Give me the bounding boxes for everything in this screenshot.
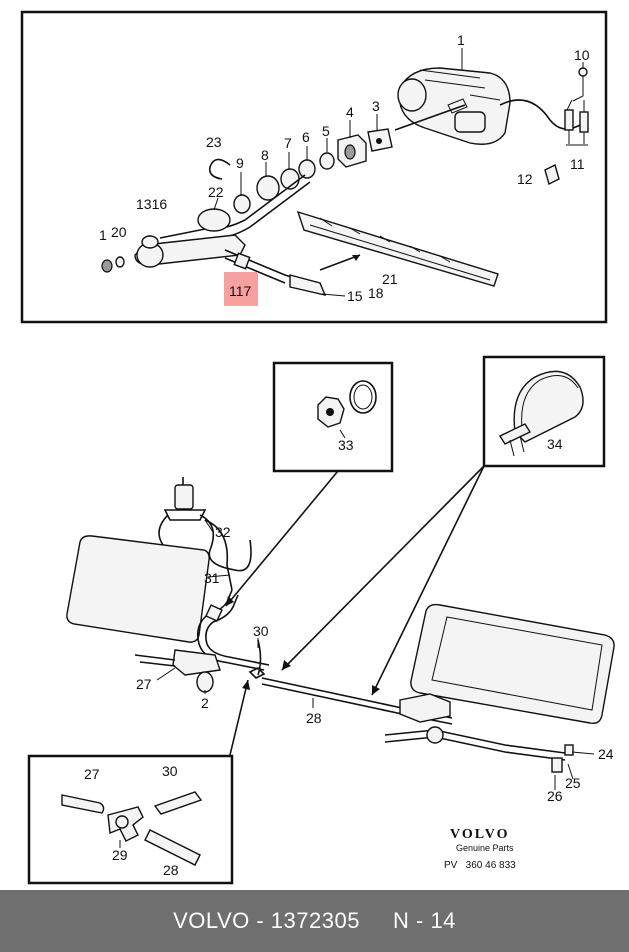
callout-33: 33	[338, 437, 354, 453]
callout-34: 34	[547, 436, 563, 452]
genuine-parts-text: Genuine Parts	[456, 843, 514, 853]
callout-21: 21	[382, 271, 398, 287]
callout-7: 7	[284, 135, 292, 151]
washer-pump	[163, 477, 207, 521]
callout-27: 27	[136, 676, 152, 692]
arm-end-15	[289, 274, 327, 296]
nut-6	[298, 159, 316, 179]
callout-30: 30	[253, 623, 269, 639]
top-panel-frame	[20, 10, 608, 324]
bushing-8	[256, 175, 280, 201]
callout-1b: 1	[99, 227, 107, 243]
hose-32	[158, 514, 252, 572]
callout-31: 31	[204, 570, 220, 586]
callout-27b: 27	[84, 766, 100, 782]
grommet-22	[197, 208, 231, 232]
hose-28-detail	[144, 829, 201, 866]
left-wiper-motor	[134, 649, 221, 693]
leader-lines-top	[213, 48, 584, 297]
parts-diagram: 1 10 3 4 5 6 7 8 9 23 11 12 22 1316 1 20…	[20, 10, 615, 885]
callout-28b: 28	[163, 862, 179, 878]
callout-12: 12	[517, 171, 533, 187]
washer-5	[319, 152, 335, 170]
inset-connector-lines	[225, 465, 485, 756]
right-wiper-assembly	[384, 693, 574, 773]
connector-11	[564, 99, 589, 146]
headlight-right	[410, 603, 615, 725]
part-code: PV 360 46 833	[444, 860, 516, 871]
headlight-left	[66, 535, 210, 643]
callout-15: 15	[347, 288, 363, 304]
volvo-logo: VOLVO	[450, 827, 510, 842]
hose-27-detail	[61, 794, 105, 814]
callout-23: 23	[206, 134, 222, 150]
callout-8: 8	[261, 147, 269, 163]
callout-2: 2	[201, 695, 209, 711]
callout-117: 117	[229, 283, 252, 299]
callout-3: 3	[372, 98, 380, 114]
callout-6: 6	[302, 129, 310, 145]
callout-25: 25	[565, 775, 581, 791]
footer-text: VOLVO - 1372305 N - 14	[173, 908, 456, 933]
hose-30-detail	[153, 791, 203, 815]
callout-1: 1	[457, 32, 465, 48]
callout-26: 26	[547, 788, 563, 804]
callout-5: 5	[322, 123, 330, 139]
callout-9: 9	[236, 155, 244, 171]
callout-11: 11	[570, 156, 585, 172]
clamp-34	[513, 370, 584, 443]
callout-22: 22	[208, 184, 224, 200]
callout-1316: 1316	[136, 196, 167, 212]
callout-32: 32	[215, 524, 231, 540]
wiper-blade	[296, 210, 499, 287]
leader-lines-main	[156, 519, 595, 790]
callout-18: 18	[368, 285, 384, 301]
footer-bar: VOLVO - 1372305 N - 14	[0, 890, 629, 952]
callout-28: 28	[306, 710, 322, 726]
callout-30b: 30	[162, 763, 178, 779]
highlight-box	[224, 272, 258, 306]
washer-9	[233, 194, 251, 214]
wiper-motor	[394, 67, 511, 145]
callout-4: 4	[346, 104, 354, 120]
callout-10: 10	[574, 47, 590, 63]
callout-29: 29	[112, 847, 128, 863]
callout-20: 20	[111, 224, 127, 240]
clip-23	[208, 158, 231, 180]
callout-24: 24	[598, 746, 614, 762]
